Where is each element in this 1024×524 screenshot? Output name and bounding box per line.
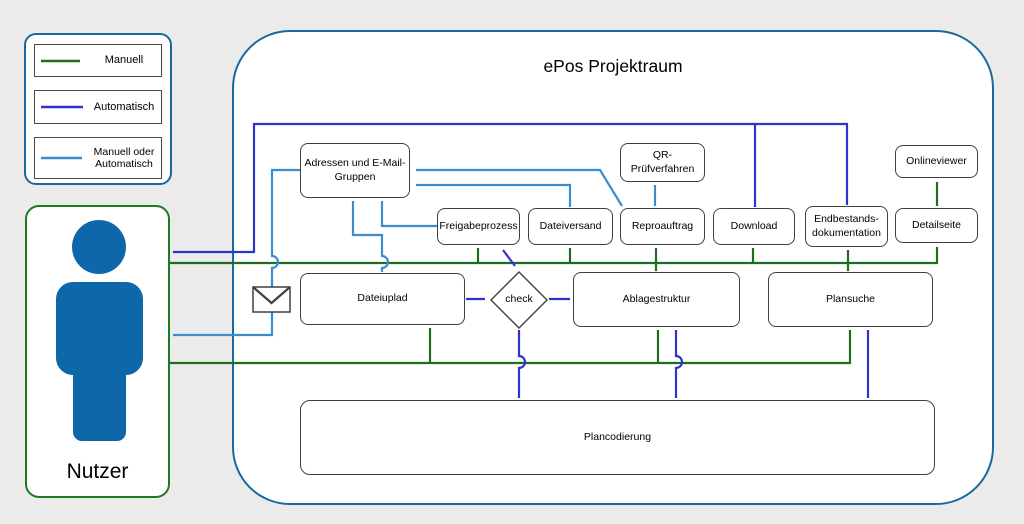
node-dateiversand: Dateiversand <box>528 208 613 245</box>
node-endbestandsdokumentation: Endbestands-dokumentation <box>805 206 888 247</box>
node-dateiupload: Dateiuplad <box>300 273 465 325</box>
node-freigabeprozess: Freigabeprozess <box>437 208 520 245</box>
edge-check-freigabeprozess <box>502 249 516 267</box>
edge-adressen-to-nutzer <box>173 168 300 337</box>
automatic-arrow-icon <box>41 105 83 109</box>
legend-item-manuell: Manuell <box>34 44 162 77</box>
legend-item-automatisch: Automatisch <box>34 90 162 124</box>
node-plansuche: Plansuche <box>768 272 933 327</box>
node-adressen-email-gruppen: Adressen und E-Mail-Gruppen <box>300 143 410 198</box>
legend-item-label: Manuell <box>104 54 144 67</box>
node-qr-pruefverfahren: QR-Prüfverfahren <box>620 143 705 182</box>
node-plancodierung: Plancodierung <box>300 400 935 475</box>
manual-arrow-icon <box>41 59 80 62</box>
legend-panel: Manuell Automatisch Manuell oder Automat… <box>24 33 172 185</box>
envelope-icon <box>252 286 291 313</box>
either-arrow-icon <box>41 156 82 160</box>
actor-label: Nutzer <box>66 460 129 483</box>
legend-item-manuell-oder-automatisch: Manuell oder Automatisch <box>34 137 162 179</box>
edge-check-plancodierung <box>517 330 527 398</box>
person-icon <box>56 220 143 441</box>
edge-nutzer-to-plansuche <box>170 330 852 365</box>
edge-nutzer-to-detailseite <box>170 247 939 265</box>
legend-item-label: Automatisch <box>93 100 155 113</box>
actor-panel: Nutzer <box>25 205 170 498</box>
check-diamond <box>490 271 548 329</box>
edge-endbestand-to-nutzer <box>173 122 849 254</box>
node-check-label: check <box>505 292 533 305</box>
diagram-title: ePos Projektraum <box>543 56 683 76</box>
node-detailseite: Detailseite <box>895 208 978 243</box>
edge-freigabeprozess-to-adressen <box>380 201 437 228</box>
node-download: Download <box>713 208 795 245</box>
node-reproauftrag: Reproauftrag <box>620 208 705 245</box>
edge-dateiversand-to-adressen <box>416 183 572 207</box>
edge-dateiupload-to-adressen <box>351 201 390 272</box>
legend-item-label: Manuell oder Automatisch <box>93 145 155 170</box>
edge-reproauftrag-to-adressen <box>416 168 623 207</box>
node-onlineviewer: Onlineviewer <box>895 145 978 178</box>
node-ablagestruktur: Ablagestruktur <box>573 272 740 327</box>
edge-ablagestruktur-plancodierung <box>674 330 684 398</box>
